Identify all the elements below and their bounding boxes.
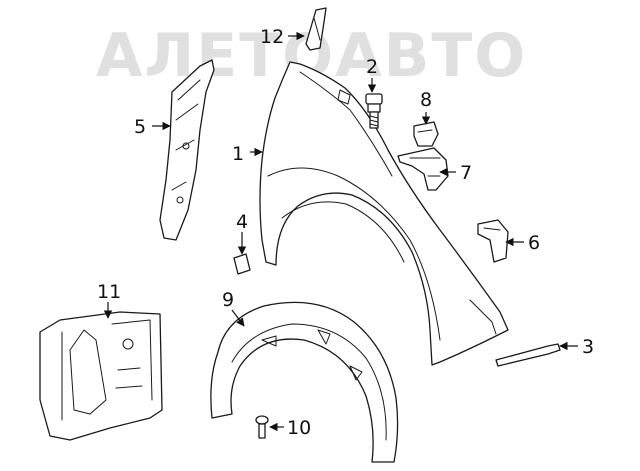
callout-8: 8 (420, 89, 432, 111)
callout-7: 7 (460, 162, 472, 184)
part-pillar-5 (159, 59, 215, 241)
callout-12: 12 (260, 26, 284, 48)
callout-labels: 1 2 3 4 5 6 7 8 9 10 11 12 (97, 26, 594, 439)
callout-1: 1 (232, 143, 244, 165)
callout-9: 9 (222, 289, 234, 311)
leader-lines (103, 31, 578, 432)
callout-11: 11 (97, 281, 121, 303)
part-clip-8 (413, 121, 439, 147)
part-bracket-6 (477, 219, 509, 263)
callout-3: 3 (582, 336, 594, 358)
callout-4: 4 (236, 211, 248, 233)
part-seal-3 (495, 343, 561, 367)
part-bracket-7 (397, 147, 449, 191)
callout-10: 10 (287, 417, 311, 439)
part-shield-11 (39, 311, 163, 441)
part-tab-4 (233, 253, 251, 275)
callout-2: 2 (366, 56, 378, 78)
part-fender (259, 61, 509, 366)
part-liner-9 (210, 301, 399, 463)
callout-6: 6 (528, 232, 540, 254)
part-bracket-12 (305, 7, 327, 51)
part-pushclip-10 (255, 415, 269, 439)
part-bolt (365, 93, 383, 129)
callout-5: 5 (134, 116, 146, 138)
